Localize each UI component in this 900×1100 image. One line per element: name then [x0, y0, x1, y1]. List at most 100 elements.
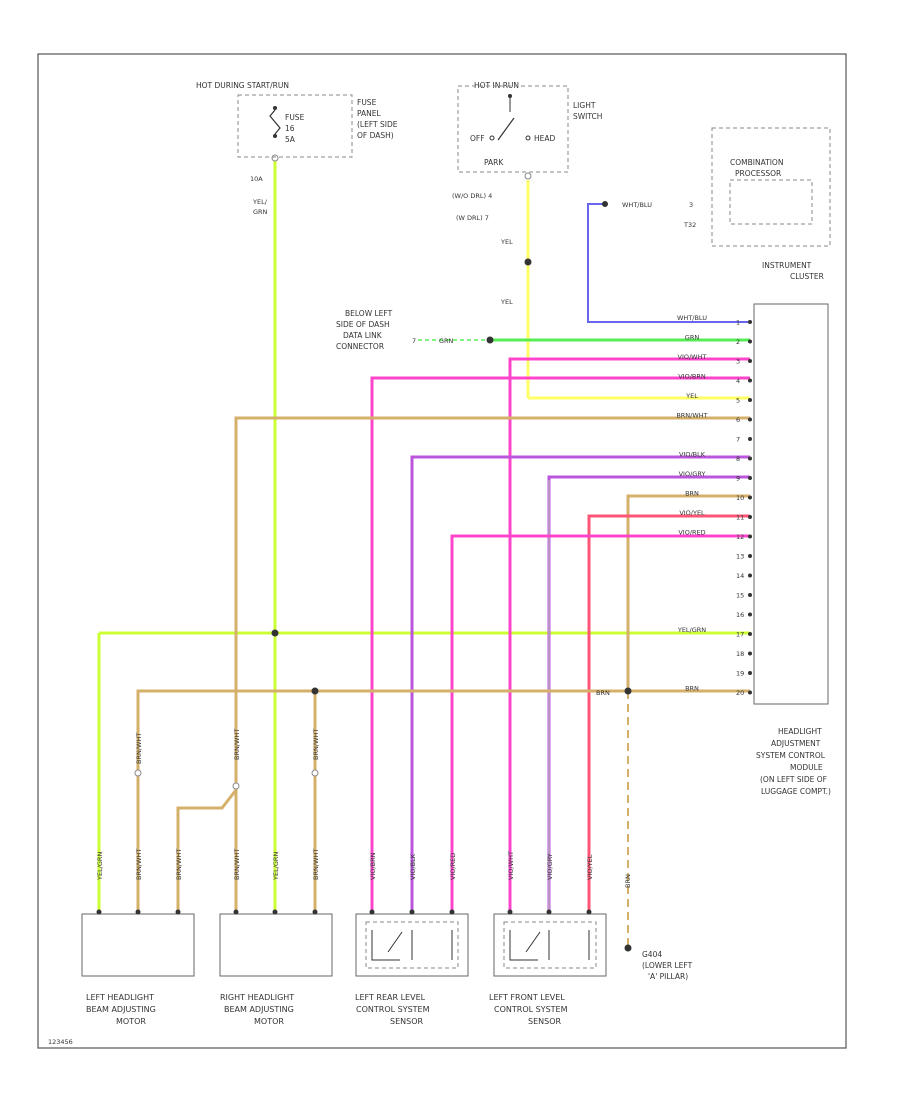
- fuse-panel-line-4: OF DASH): [357, 131, 394, 140]
- switch-wire-label-2: YEL: [500, 298, 513, 306]
- module-pin-terminal: [748, 417, 752, 422]
- control-module: 1WHT/BLU2GRN3VIO/WHT4VIO/BRN5YEL6BRN/WHT…: [676, 303, 831, 796]
- cluster-combination-line-2: PROCESSOR: [735, 169, 781, 178]
- module-pin-terminal: [748, 320, 752, 324]
- dlc-pin-label: 7: [412, 337, 416, 345]
- module-pin-terminal: [748, 534, 752, 539]
- module-pin-number: 6: [736, 416, 740, 424]
- left-motor-line-3: MOTOR: [116, 1017, 146, 1026]
- module-pin-number: 16: [736, 611, 744, 619]
- fuse-panel-line-2: PANEL: [357, 109, 382, 118]
- module-pin-wire-label: WHT/BLU: [677, 314, 707, 322]
- right-motor-line-2: BEAM ADJUSTING: [224, 1005, 294, 1014]
- wire-label-fs-2: VIO/GRY: [546, 853, 554, 880]
- left-headlight-motor: LEFT HEADLIGHT BEAM ADJUSTING MOTOR: [81, 909, 195, 1026]
- wire-label-lm-upper: BRN/WHT: [135, 733, 143, 764]
- module-pin-wire-label: GRN: [685, 334, 700, 342]
- connector-marks: [134, 154, 532, 790]
- wire-brn-10: [626, 494, 750, 690]
- fuse-wire-line-2: GRN: [253, 208, 268, 216]
- module-pin-terminal: [748, 359, 752, 363]
- fuse-number: 16: [285, 124, 295, 133]
- right-motor-line-3: MOTOR: [254, 1017, 284, 1026]
- module-pin-terminal: [748, 593, 752, 597]
- module-name-line-5: (ON LEFT SIDE OF: [760, 775, 827, 784]
- light-switch: HOT IN RUN OFF HEAD PARK LIGHT SWITCH (W…: [452, 81, 602, 306]
- wire-label-rm-upper-3: BRN/WHT: [312, 729, 320, 760]
- switch-contact-icon: [497, 117, 515, 141]
- left-motor-line-2: BEAM ADJUSTING: [86, 1005, 156, 1014]
- module-pin-wire-label: VIO/RED: [678, 529, 705, 537]
- fuse-terminal: 10A: [250, 175, 263, 183]
- ground-g404: BRN BRN G404 (LOWER LEFT 'A' PILLAR): [596, 689, 693, 981]
- left-rear-level-sensor: LEFT REAR LEVEL CONTROL SYSTEM SENSOR: [355, 909, 469, 1026]
- wire-label-fs-1: VIO/WHT: [507, 851, 515, 880]
- ground-line-2: (LOWER LEFT: [642, 961, 693, 970]
- module-pin-terminal: [748, 651, 752, 656]
- cluster-name-line-2: CLUSTER: [790, 272, 824, 281]
- wire-vio-wht-3: [508, 357, 750, 910]
- wire-label-lm-2: BRN/WHT: [135, 849, 143, 880]
- module-pin-number: 7: [736, 436, 740, 444]
- module-name-line-2: ADJUSTMENT: [771, 739, 821, 748]
- switch-wire-label: YEL: [500, 238, 513, 246]
- module-pin-terminal: [748, 456, 752, 461]
- module-pin-terminal: [748, 554, 752, 558]
- front-sensor-line-3: SENSOR: [528, 1017, 561, 1026]
- module-pin-terminal: [748, 495, 752, 500]
- module-pin-number: 18: [736, 650, 744, 658]
- footer-code: 123456: [48, 1038, 73, 1046]
- wire-vio-gry-9: [547, 475, 750, 910]
- fuse-rating: 5A: [285, 135, 296, 144]
- module-box: [753, 303, 829, 705]
- wire-label-fs-3: VIO/YEL: [586, 854, 594, 880]
- right-motor-line-1: RIGHT HEADLIGHT: [220, 993, 294, 1002]
- module-name-line-4: MODULE: [790, 763, 823, 772]
- data-link-connector: BELOW LEFT SIDE OF DASH DATA LINK CONNEC…: [336, 309, 454, 351]
- switch-terminal-wo-drl: (W/O DRL) 4: [452, 192, 492, 200]
- module-pin-wire-label: YEL: [685, 392, 698, 400]
- wire-vio-blk-8: [410, 455, 750, 910]
- diagram-frame: [37, 53, 847, 1049]
- left-front-level-sensor: LEFT FRONT LEVEL CONTROL SYSTEM SENSOR: [489, 909, 607, 1026]
- cluster-wire-label: WHT/BLU: [622, 201, 652, 209]
- module-pin-number: 19: [736, 670, 744, 678]
- module-pin-number: 10: [736, 494, 744, 502]
- wire-vio-yel-11: [587, 514, 750, 910]
- switch-terminal-w-drl: (W DRL) 7: [456, 214, 489, 222]
- switch-name-line-1: LIGHT: [573, 101, 596, 110]
- module-pin-wire-label: VIO/YEL: [679, 509, 705, 517]
- wire-brn-20: [136, 689, 750, 910]
- dlc-line-3: DATA LINK: [343, 331, 383, 340]
- splice-grn: [486, 336, 494, 344]
- module-pin-number: 3: [736, 358, 740, 366]
- module-pin-number: 12: [736, 533, 744, 541]
- right-headlight-motor: RIGHT HEADLIGHT BEAM ADJUSTING MOTOR: [219, 909, 333, 1026]
- front-sensor-line-1: LEFT FRONT LEVEL: [489, 993, 565, 1002]
- wire-vio-red-12: [450, 534, 750, 910]
- wire-wht-blu-1: [587, 203, 750, 323]
- wire-label-rs-1: VIO/BRN: [369, 852, 377, 880]
- switch-name-line-2: SWITCH: [573, 112, 602, 121]
- module-pin-number: 1: [736, 319, 740, 327]
- instrument-cluster: COMBINATION PROCESSOR WHT/BLU 3 T32 INST…: [622, 127, 831, 281]
- module-pin-terminal: [748, 339, 752, 344]
- module-pin-number: 8: [736, 455, 740, 463]
- module-pins: 1WHT/BLU2GRN3VIO/WHT4VIO/BRN5YEL6BRN/WHT…: [676, 314, 752, 697]
- module-pin-number: 4: [736, 377, 740, 385]
- module-pin-number: 20: [736, 689, 744, 697]
- dlc-wire-label: GRN: [439, 337, 454, 345]
- wire-label-rm-upper-1: BRN/WHT: [233, 729, 241, 760]
- switch-head-label: HEAD: [534, 134, 556, 143]
- module-pin-terminal: [748, 515, 752, 519]
- splice-brn-ground: [624, 687, 632, 695]
- fuse-panel: HOT DURING START/RUN FUSE 16 5A FUSE PAN…: [196, 81, 398, 216]
- bottom-wire-labels: YEL/GRN BRN/WHT BRN/WHT BRN/WHT YEL/GRN …: [96, 729, 594, 881]
- ground-wire-label-top: BRN: [596, 689, 610, 697]
- wire-brn-wht-6: [234, 416, 750, 910]
- module-pin-terminal: [748, 398, 752, 402]
- wire-label-rs-2: VIO/BLK: [409, 853, 417, 880]
- module-pin-terminal: [748, 690, 752, 695]
- module-pin-wire-label: YEL/GRN: [677, 626, 706, 634]
